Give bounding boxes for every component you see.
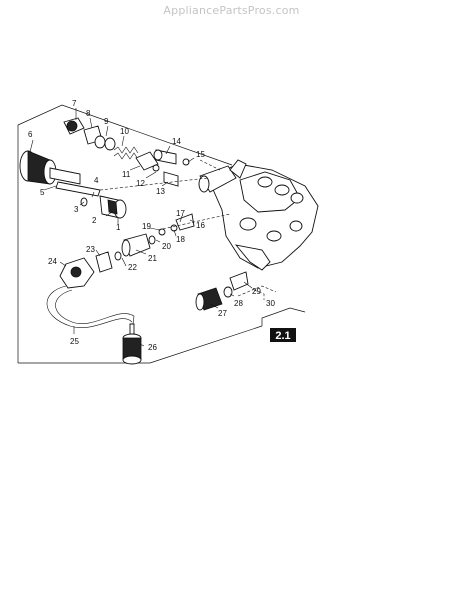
part-label: 4 xyxy=(94,176,99,185)
part-label: 23 xyxy=(86,245,95,254)
part-label: 9 xyxy=(104,117,109,126)
part-label: 1 xyxy=(116,223,121,232)
part-label: 16 xyxy=(196,221,205,230)
part-16-17-18-19-plug xyxy=(158,213,195,236)
part-label: 27 xyxy=(218,309,227,318)
part-27-28-29-valve xyxy=(195,271,249,311)
part-10-spring xyxy=(113,146,139,160)
part-26-filter xyxy=(122,323,142,365)
part-label: 13 xyxy=(156,187,165,196)
watermark: AppliancePartsPros.com xyxy=(163,4,300,17)
part-label: 5 xyxy=(40,188,45,197)
assembly-frame xyxy=(17,104,233,363)
part-label: 26 xyxy=(148,343,157,352)
part-label: 30 xyxy=(266,299,275,308)
part-5-rod xyxy=(55,181,101,197)
lower-callout-frame xyxy=(261,307,306,326)
part-label: 18 xyxy=(176,235,185,244)
part-label: 3 xyxy=(74,205,79,214)
part-label: 2 xyxy=(92,216,97,225)
part-label: 8 xyxy=(86,109,91,118)
part-label: 28 xyxy=(234,299,243,308)
part-label: 14 xyxy=(172,137,181,146)
section-badge-box xyxy=(270,328,296,342)
part-labels: 6 5 3 4 2 1 7 8 9 10 11 12 13 14 15 16 1… xyxy=(28,99,275,352)
part-label: 17 xyxy=(176,209,185,218)
section-badge-label: 2.1 xyxy=(275,330,290,342)
part-label: 10 xyxy=(120,127,129,136)
part-label: 29 xyxy=(252,287,261,296)
part-21-22-nozzle xyxy=(114,233,156,261)
part-label: 22 xyxy=(128,263,137,272)
part-label: 15 xyxy=(196,150,205,159)
part-6-cylinder xyxy=(19,150,81,185)
part-label: 20 xyxy=(162,242,171,251)
leader-lines xyxy=(29,108,277,347)
part-7-8-9-stack xyxy=(63,117,116,151)
part-label: 6 xyxy=(28,130,33,139)
part-label: 7 xyxy=(72,99,77,108)
part-25-hose xyxy=(46,285,135,333)
part-label: 21 xyxy=(148,254,157,263)
part-23-24-connector xyxy=(59,251,113,289)
part-2-housing xyxy=(99,195,127,219)
pump-manifold-body xyxy=(198,159,319,271)
part-14-15-fitting xyxy=(153,149,190,166)
part-label: 24 xyxy=(48,257,57,266)
part-label: 11 xyxy=(122,170,131,179)
assembly-frame-lower xyxy=(18,325,263,364)
part-label: 19 xyxy=(142,222,151,231)
part-label: 25 xyxy=(70,337,79,346)
part-label: 12 xyxy=(136,179,145,188)
